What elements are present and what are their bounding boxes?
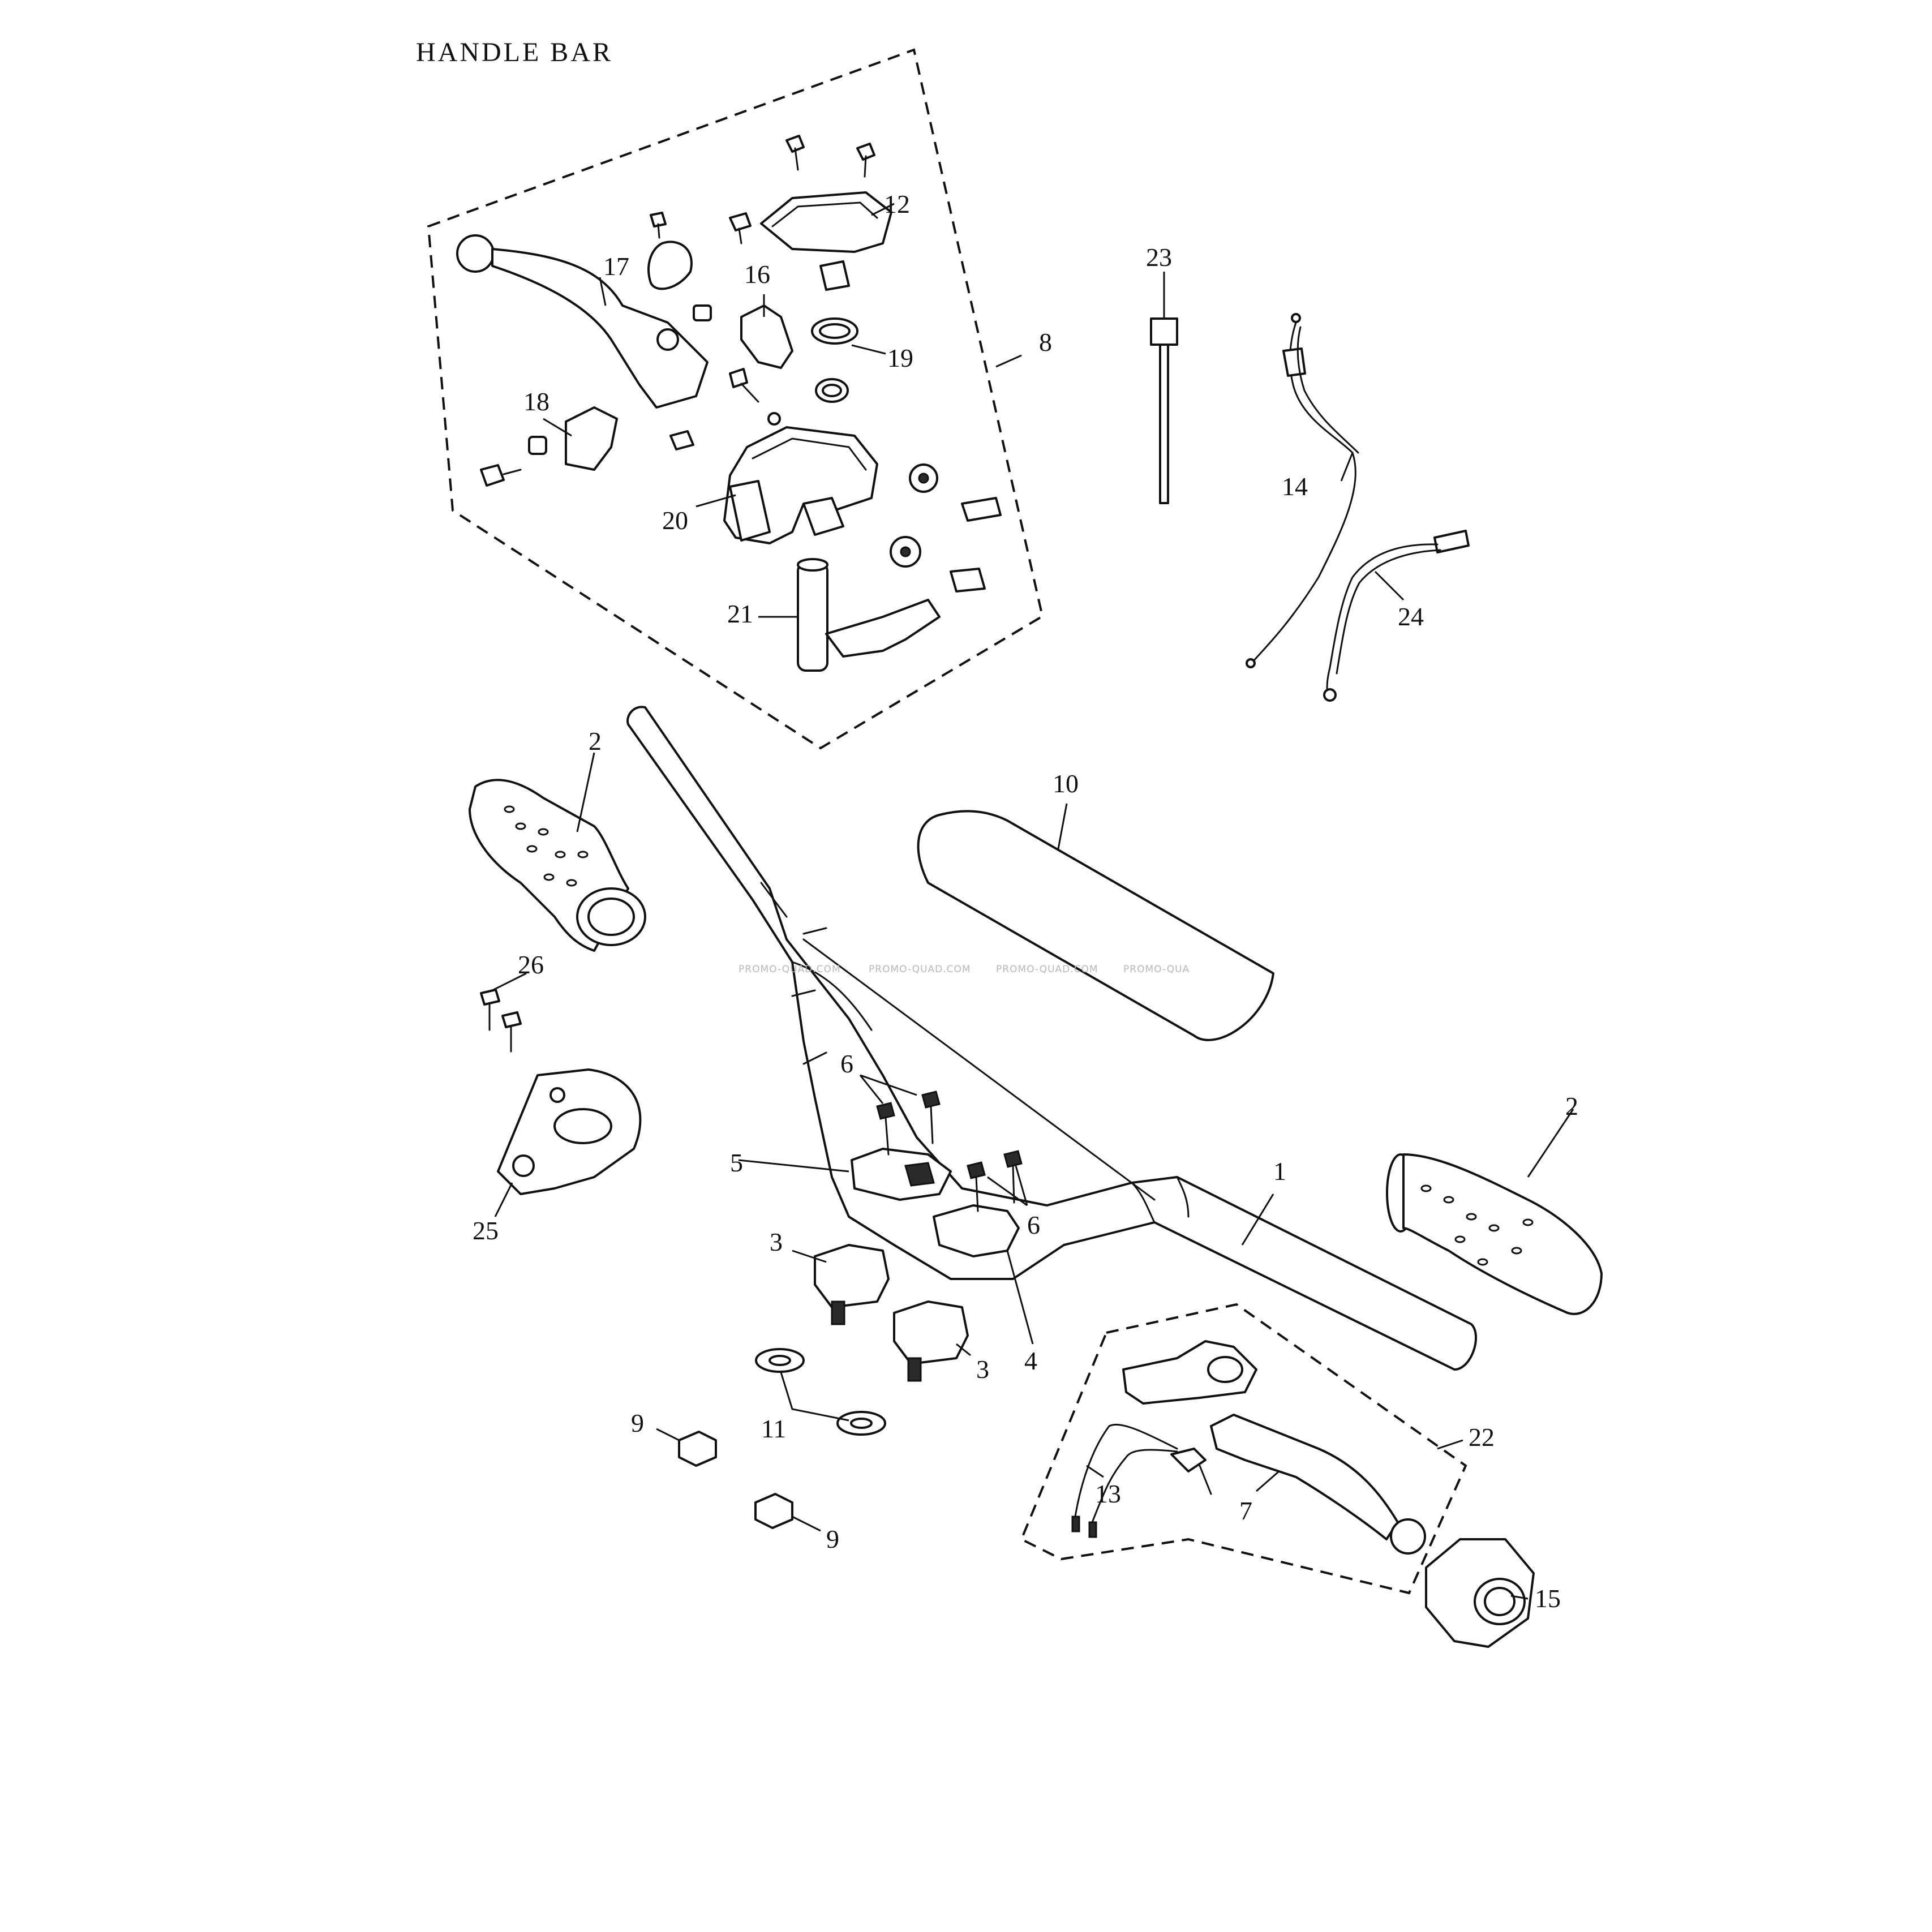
label-14: 14 [1282, 472, 1308, 501]
label-1: 1 [1273, 1157, 1286, 1186]
part-12-reservoir-cover [760, 191, 892, 291]
part-6-bolts [876, 1090, 1023, 1212]
diagram-title: HANDLE BAR [416, 37, 613, 67]
part-24-switch-wire [1323, 530, 1470, 702]
part-1-handlebar [626, 706, 1477, 1371]
part-17-brake-lever [456, 234, 709, 409]
group-8-screws [647, 135, 875, 450]
watermark-2: PROMO-QUAD.COM [869, 964, 971, 975]
part-16-clamp [740, 304, 793, 369]
label-11: 11 [761, 1414, 786, 1443]
label-13: 13 [1095, 1479, 1121, 1508]
part-10-bar-pad [917, 810, 1274, 1041]
label-6-upper: 6 [840, 1049, 853, 1078]
label-2-right: 2 [1565, 1092, 1578, 1120]
watermark-4: PROMO-QUA [1123, 964, 1190, 975]
label-18: 18 [523, 387, 549, 416]
label-26: 26 [518, 950, 544, 979]
part-22-lever-bracket [1122, 1340, 1257, 1405]
label-2-left: 2 [589, 727, 602, 755]
label-19: 19 [887, 344, 913, 372]
label-10: 10 [1053, 769, 1079, 798]
part-19-rings [811, 317, 858, 403]
part-5-upper-clamp [851, 1148, 952, 1201]
part-11-washers [755, 1348, 886, 1436]
label-3-right: 3 [976, 1355, 989, 1384]
label-4: 4 [1024, 1346, 1037, 1375]
part-21-lever-with-pipe [797, 558, 941, 672]
part-9-nuts [678, 1431, 793, 1529]
label-12: 12 [884, 190, 910, 218]
watermark-1: PROMO-QUAD.COM [739, 964, 841, 975]
part-26-bolts [480, 989, 522, 1053]
label-3-left: 3 [770, 1227, 783, 1256]
part-25-plate [497, 1068, 642, 1195]
label-9-lower: 9 [826, 1525, 839, 1553]
part-13-switch-wire [1071, 1423, 1212, 1538]
label-23: 23 [1146, 243, 1172, 272]
label-9-upper: 9 [631, 1409, 644, 1437]
part-2-left-grip [469, 779, 646, 952]
watermark-3: PROMO-QUAD.COM [996, 964, 1098, 975]
label-22: 22 [1469, 1423, 1495, 1452]
label-7: 7 [1239, 1496, 1252, 1525]
assembly-22-outline [1020, 1303, 1467, 1595]
label-15: 15 [1535, 1584, 1561, 1613]
label-24: 24 [1398, 602, 1424, 631]
label-25: 25 [473, 1216, 499, 1245]
leader-lines [492, 203, 1574, 1600]
part-labels: 17 12 16 19 8 18 20 21 23 14 24 2 10 26 … [473, 190, 1578, 1613]
label-16: 16 [744, 260, 770, 289]
part-4-upper-clamp [933, 1204, 1020, 1257]
label-6-lower: 6 [1027, 1210, 1040, 1239]
label-8: 8 [1039, 328, 1052, 357]
part-7-lever [1210, 1414, 1426, 1555]
part-2-right-grip [1386, 1153, 1603, 1315]
part-15-bar-end [1425, 1538, 1535, 1648]
part-23-cable-tie [1150, 317, 1178, 504]
watermark: PROMO-QUAD.COM PROMO-QUAD.COM PROMO-QUAD… [739, 964, 1190, 975]
assembly-8-outline [427, 48, 1044, 750]
part-3-lower-clamp-right [893, 1300, 969, 1382]
part-18-bracket [480, 406, 618, 487]
group-8-fittings [890, 463, 1002, 593]
label-5: 5 [730, 1148, 743, 1177]
part-20-master-cylinder [723, 426, 878, 544]
part-14-brake-cable [1246, 313, 1359, 668]
label-17: 17 [603, 252, 629, 281]
label-21: 21 [727, 599, 753, 628]
label-20: 20 [662, 506, 688, 535]
part-3-lower-clamp-left [814, 1244, 890, 1325]
